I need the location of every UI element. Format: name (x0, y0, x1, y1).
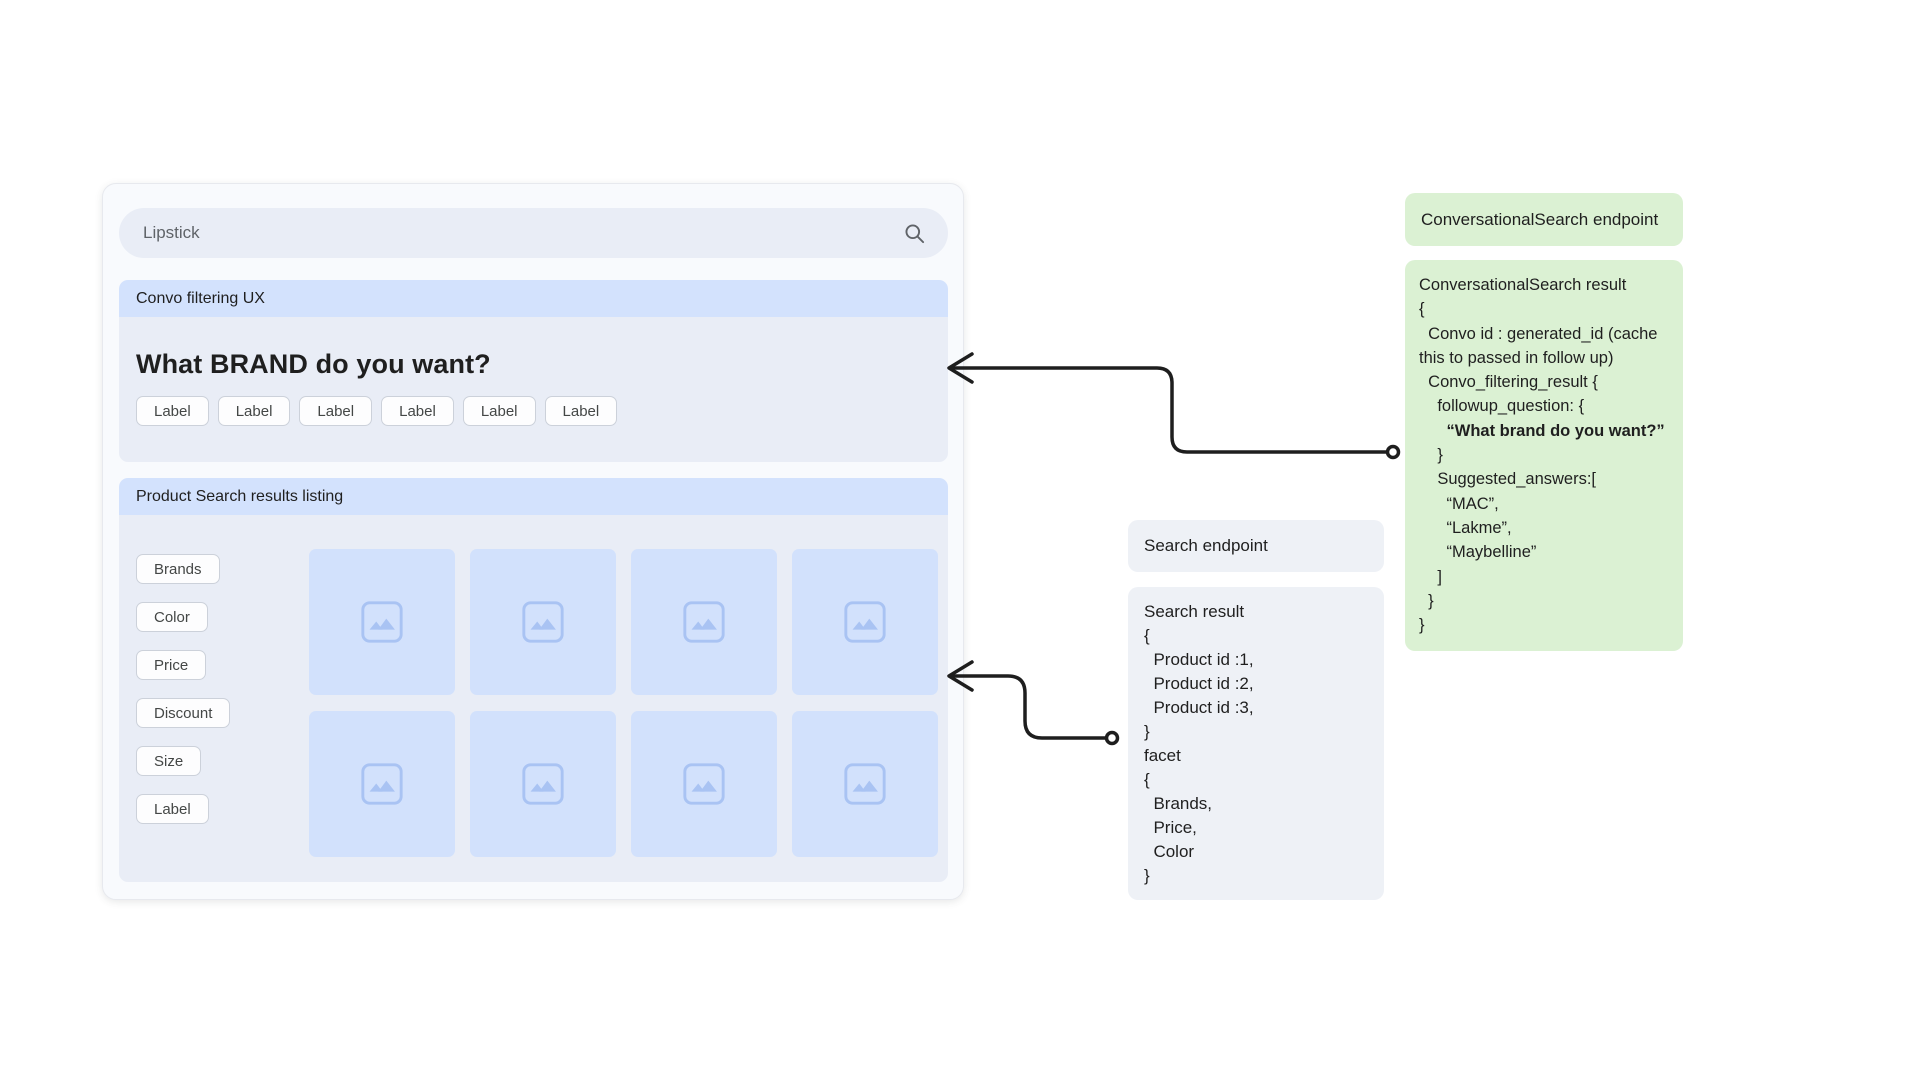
connector-origin-dot (1385, 444, 1401, 460)
search-endpoint-note: Search endpoint (1128, 520, 1384, 572)
code-line: Search result (1144, 602, 1245, 621)
code-line: Product id :3, (1144, 698, 1254, 717)
code-line: ] (1419, 567, 1442, 586)
product-tile[interactable] (792, 711, 938, 857)
code-line: ConversationalSearch result (1419, 276, 1627, 294)
image-placeholder-icon (361, 601, 403, 643)
code-line: “Lakme”, (1419, 518, 1512, 537)
code-line: } (1419, 616, 1425, 635)
image-placeholder-icon (522, 763, 564, 805)
arrow-search-result-to-listing (947, 660, 1120, 746)
conversational-search-endpoint-note: ConversationalSearch endpoint (1405, 193, 1683, 246)
code-line: Price, (1144, 818, 1197, 837)
search-result-note: Search result { Product id :1, Product id… (1128, 587, 1384, 900)
code-line: { (1144, 770, 1150, 789)
code-line: “What brand do you want?” (1419, 421, 1665, 440)
answer-chip[interactable]: Label (299, 396, 373, 426)
connector-origin-dot (1104, 730, 1120, 746)
search-endpoint-label: Search endpoint (1144, 536, 1268, 555)
answer-chip-row: Label Label Label Label Label Label (136, 396, 618, 426)
product-tile[interactable] (631, 549, 777, 695)
facet-chip[interactable]: Label (136, 794, 209, 824)
code-line: { (1419, 300, 1425, 319)
code-line: “Maybelline” (1419, 543, 1537, 562)
product-tile[interactable] (631, 711, 777, 857)
code-line: Brands, (1144, 794, 1213, 813)
code-line: followup_question: { (1419, 397, 1585, 416)
code-line: Suggested_answers:[ (1419, 470, 1597, 489)
arrow-conversational-result-to-convo-ux (947, 352, 1401, 460)
code-line: { (1144, 626, 1150, 645)
answer-chip[interactable]: Label (136, 396, 209, 426)
code-line: Product id :2, (1144, 674, 1254, 693)
results-section-header: Product Search results listing (119, 478, 948, 515)
product-tile[interactable] (309, 549, 455, 695)
image-placeholder-icon (522, 601, 564, 643)
code-line: Convo_filtering_result { (1419, 373, 1598, 392)
code-line: } (1419, 446, 1443, 465)
search-icon[interactable] (903, 222, 926, 245)
facet-chip[interactable]: Brands (136, 554, 220, 584)
product-tile-grid (309, 549, 938, 857)
answer-chip[interactable]: Label (381, 396, 454, 426)
code-line: “MAC”, (1419, 494, 1499, 513)
conversational-search-result-note: ConversationalSearch result { Convo id : … (1405, 260, 1683, 651)
image-placeholder-icon (683, 763, 725, 805)
facet-chip[interactable]: Price (136, 650, 207, 680)
results-section-title: Product Search results listing (136, 487, 344, 505)
code-line: } (1144, 866, 1150, 885)
code-line: this to passed in follow up) (1419, 348, 1614, 367)
search-ui-mock-panel: Lipstick Convo filtering UX What BRAND d… (102, 183, 964, 900)
convo-filtering-section-header: Convo filtering UX (119, 280, 948, 317)
search-input[interactable]: Lipstick (119, 208, 948, 258)
product-tile[interactable] (470, 549, 616, 695)
code-line: Color (1144, 842, 1195, 861)
facet-chip[interactable]: Size (136, 746, 202, 776)
code-line: Product id :1, (1144, 650, 1254, 669)
conversational-search-endpoint-label: ConversationalSearch endpoint (1421, 209, 1659, 229)
product-tile[interactable] (309, 711, 455, 857)
answer-chip[interactable]: Label (462, 396, 536, 426)
code-line: Convo id : generated_id (cache (1419, 324, 1658, 343)
answer-chip[interactable]: Label (217, 396, 291, 426)
followup-question-heading: What BRAND do you want? (136, 349, 491, 379)
image-placeholder-icon (844, 601, 886, 643)
facet-chip[interactable]: Discount (136, 698, 231, 728)
code-line: facet (1144, 746, 1181, 765)
facet-chip[interactable]: Color (136, 602, 208, 632)
convo-filtering-section-title: Convo filtering UX (136, 289, 265, 307)
code-line: } (1419, 591, 1434, 610)
code-line: } (1144, 722, 1150, 741)
image-placeholder-icon (361, 763, 403, 805)
image-placeholder-icon (844, 763, 886, 805)
product-tile[interactable] (792, 549, 938, 695)
answer-chip[interactable]: Label (544, 396, 618, 426)
image-placeholder-icon (683, 601, 725, 643)
product-tile[interactable] (470, 711, 616, 857)
search-query-text: Lipstick (143, 223, 200, 242)
